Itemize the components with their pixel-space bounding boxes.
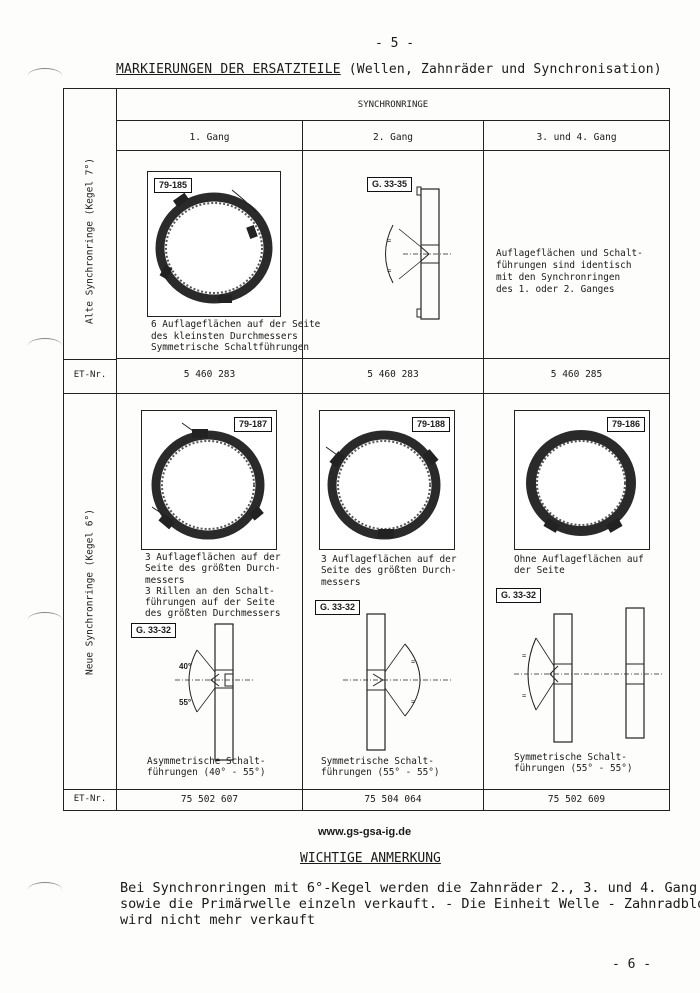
page-number-top: - 5 -: [375, 36, 415, 51]
row-label-new-text: Neue Synchronringe (Kegel 6°): [84, 508, 96, 675]
note-heading: WICHTIGE ANMERKUNG: [300, 851, 441, 866]
synchro-ring-image: [526, 430, 636, 536]
drawing-tag: G. 33-32: [315, 600, 361, 615]
shift-guide-drawing: = =: [343, 613, 453, 751]
figure-tag: 79-185: [154, 178, 193, 193]
new-gang1-caption: Asymmetrische Schalt- führungen (40° - 5…: [147, 756, 266, 778]
page-heading-sub: (Wellen, Zahnräder und Synchronisation): [340, 62, 662, 77]
page-heading: MARKIERUNGEN DER ERSATZTEILE (Wellen, Za…: [116, 62, 662, 77]
col-header-2-text: 2. Gang: [372, 132, 414, 143]
et-value-new-3: 75 502 609: [482, 789, 671, 811]
ring-photo-new-3: 79-186: [514, 410, 650, 550]
drawing-tag: G. 33-32: [496, 588, 542, 603]
page-heading-main: MARKIERUNGEN DER ERSATZTEILE: [116, 62, 341, 77]
website-link[interactable]: www.gs-gsa-ig.de: [318, 826, 412, 838]
svg-text:=: =: [411, 658, 415, 666]
row-label-old: Alte Synchronringe (Kegel 7°): [63, 88, 117, 394]
et-number: 5 460 285: [550, 369, 603, 380]
row-label-new: Neue Synchronringe (Kegel 6°): [63, 393, 117, 790]
binder-hole-mark: [28, 612, 62, 627]
ring-photo-new-2: 79-188: [319, 410, 455, 550]
drawing-tag: G. 33-32: [131, 623, 177, 638]
et-label: ET-Nr.: [73, 794, 107, 804]
figure-tag: 79-186: [607, 417, 646, 432]
group-header-text: SYNCHRONRINGE: [357, 100, 429, 110]
col-header-3: 3. und 4. Gang: [482, 120, 671, 151]
new-gang2-caption: Symmetrische Schalt- führungen (55° - 55…: [321, 756, 440, 778]
new-gang34-caption: Symmetrische Schalt- führungen (55° - 55…: [514, 752, 633, 774]
new-gang1-description: 3 Auflageflächen auf der Seite des größt…: [145, 552, 281, 620]
note-line: Bei Synchronringen mit 6°-Kegel werden d…: [120, 880, 698, 896]
et-value-new-2: 75 504 064: [302, 789, 484, 811]
svg-text:=: =: [522, 652, 526, 660]
note-line: sowie die Primärwelle einzeln verkauft. …: [120, 896, 700, 912]
old-gang34-cell: Auflageflächen und Schalt- führungen sin…: [482, 150, 671, 359]
et-value-new-1: 75 502 607: [116, 789, 303, 811]
et-label-new: ET-Nr.: [63, 789, 117, 811]
new-gang2-cell: 79-188 3 Auflageflächen auf der Seite de…: [302, 393, 484, 790]
angle-label-40: 40°: [179, 662, 192, 671]
new-gang34-cell: 79-186 Ohne Auflageflächen auf der Seite…: [482, 393, 671, 790]
ring-photo-new-1: 79-187: [141, 410, 277, 550]
col-header-1-text: 1. Gang: [189, 132, 230, 143]
drawing-tag: G. 33-35: [367, 177, 413, 192]
ring-photo-old-1: 79-185: [147, 171, 281, 317]
binder-hole-mark: [28, 68, 62, 83]
svg-text:=: =: [522, 692, 526, 700]
synchro-ring-image: [151, 422, 265, 540]
binder-hole-mark: [28, 338, 62, 353]
synchro-ring-image: [325, 430, 441, 540]
figure-tag: 79-187: [234, 417, 273, 432]
shift-guide-drawing: = =: [514, 607, 664, 743]
shift-guide-drawing: = =: [385, 186, 453, 320]
row-label-old-text: Alte Synchronringe (Kegel 7°): [84, 158, 96, 324]
angle-label-55: 55°: [179, 698, 192, 707]
et-label-old-cell: ET-Nr.: [64, 359, 116, 393]
old-gang1-description: 6 Auflageflächen auf der Seite des klein…: [151, 319, 321, 353]
new-gang34-description: Ohne Auflageflächen auf der Seite: [514, 554, 644, 577]
et-value-old-1: 5 460 283: [116, 358, 303, 394]
old-gang1-cell: 79-185 6 Auflageflächen auf der Seite de…: [116, 150, 320, 359]
figure-tag: 79-188: [412, 417, 451, 432]
new-gang1-cell: 79-187 3 Auflageflächen auf der Seite de…: [116, 393, 303, 790]
col-header-2: 2. Gang: [302, 120, 484, 151]
col-header-1: 1. Gang: [116, 120, 303, 151]
et-value-old-3: 5 460 285: [482, 358, 671, 394]
et-number: 75 502 609: [547, 794, 606, 805]
page-number-bottom: - 6 -: [612, 957, 652, 972]
shift-guide-drawing: [175, 623, 255, 761]
note-line: wird nicht mehr verkauft: [120, 912, 316, 928]
et-number: 75 504 064: [364, 794, 422, 805]
old-gang2-cell: G. 33-35 = =: [302, 150, 484, 359]
svg-text:=: =: [387, 267, 391, 275]
svg-text:=: =: [387, 237, 391, 245]
svg-text:=: =: [411, 698, 415, 706]
et-value-old-2: 5 460 283: [302, 358, 484, 394]
et-number: 5 460 283: [183, 369, 236, 380]
binder-hole-mark: [28, 882, 62, 897]
group-header: SYNCHRONRINGE: [115, 88, 671, 121]
et-label: ET-Nr.: [73, 370, 107, 380]
synchro-ring-table: Alte Synchronringe (Kegel 7°) SYNCHRONRI…: [63, 88, 671, 811]
et-number: 75 502 607: [180, 794, 239, 805]
new-gang2-description: 3 Auflageflächen auf der Seite des größt…: [321, 554, 457, 588]
col-header-3-text: 3. und 4. Gang: [536, 132, 617, 143]
old-gang34-description: Auflageflächen und Schalt- führungen sin…: [496, 248, 643, 295]
et-number: 5 460 283: [367, 369, 419, 380]
synchro-ring-image: [155, 189, 273, 304]
